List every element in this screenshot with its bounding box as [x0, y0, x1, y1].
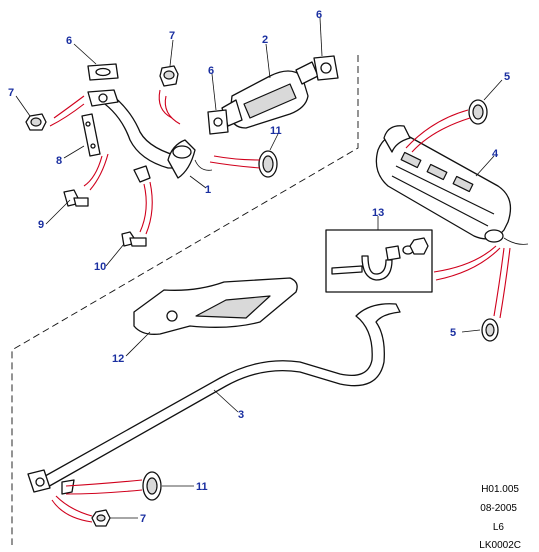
reference-block: H01.005 08-2005 L6 LK0002C: [479, 484, 521, 551]
callout-7-left: 7: [8, 87, 14, 99]
mounting-rubber-5-upper: [468, 99, 488, 125]
reference-date: 08-2005: [480, 503, 517, 514]
catalytic-converter: [221, 61, 319, 129]
reference-number: H01.005: [481, 484, 519, 495]
mounting-rubber-upper: [258, 150, 278, 178]
gasket-cat-left: [207, 109, 229, 135]
nut-left: [25, 113, 47, 131]
callout-4: 4: [492, 148, 499, 160]
callout-3: 3: [238, 409, 244, 421]
callout-6-left: 6: [66, 35, 72, 47]
rear-silencer: [375, 125, 529, 245]
mounting-rubber-lower: [142, 471, 162, 501]
callout-10: 10: [94, 261, 106, 273]
nut-lower: [91, 509, 111, 527]
callout-8: 8: [56, 155, 62, 167]
callout-9: 9: [38, 219, 44, 231]
number-leaders: [15, 17, 503, 519]
callout-leaders: [49, 89, 511, 523]
gasket-cat-right: [313, 55, 339, 81]
callout-5-lower: 5: [450, 327, 456, 339]
callout-5-upper: 5: [504, 71, 510, 83]
callout-6-right: 6: [316, 9, 322, 21]
bolt-10: [121, 231, 147, 247]
front-pipe: [95, 91, 213, 183]
bracket: [81, 113, 101, 157]
callout-11-upper: 11: [270, 125, 282, 137]
front-pipe-flange: [87, 89, 119, 107]
gasket-left: [87, 63, 119, 81]
callout-7-top: 7: [169, 30, 175, 42]
bolt-9: [63, 189, 89, 207]
callout-7-lower: 7: [140, 513, 146, 525]
reference-model: L6: [493, 522, 505, 533]
callout-6-middle: 6: [208, 65, 214, 77]
reference-code: LK0002C: [479, 540, 521, 551]
callout-2: 2: [262, 34, 268, 46]
callout-12: 12: [112, 353, 124, 365]
heat-shield: [133, 277, 298, 335]
callout-11-lower: 11: [196, 481, 208, 493]
callout-numbers: 6 7 2 6 6 7 8 9 10 1 5 4 11 13 12 3 5 11…: [8, 9, 510, 525]
nut-top: [159, 65, 179, 87]
callout-13: 13: [372, 207, 384, 219]
section-boundary: [11, 55, 359, 545]
clamp-kit: [325, 229, 433, 293]
callout-1: 1: [205, 184, 211, 196]
intermediate-pipe: [27, 303, 401, 495]
mounting-rubber-5-lower: [481, 318, 499, 342]
